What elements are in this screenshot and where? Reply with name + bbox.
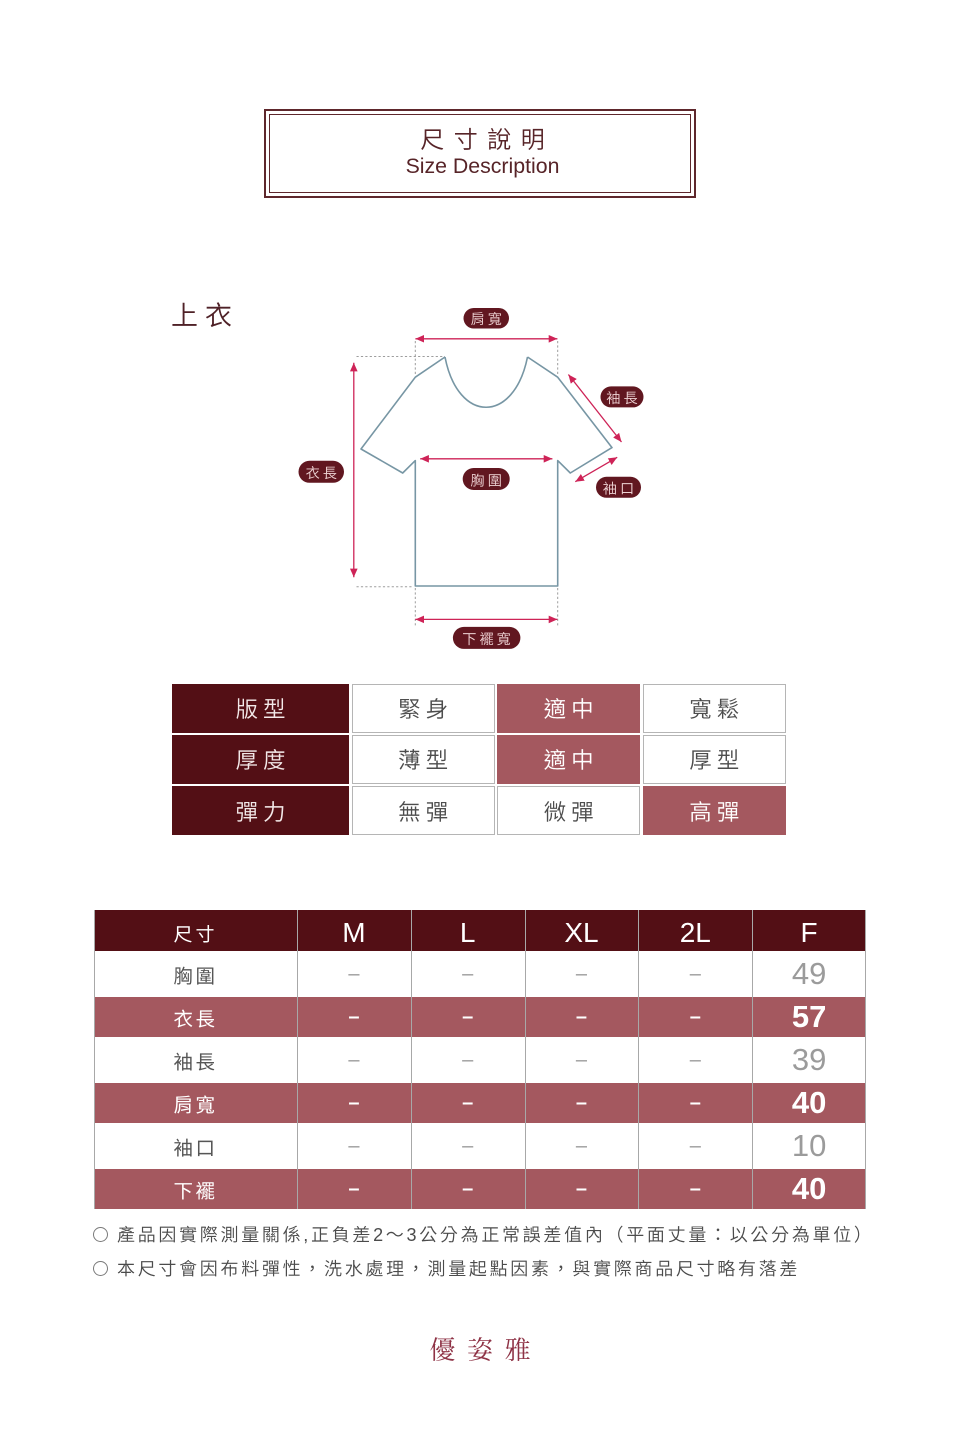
svg-text:肩寬: 肩寬: [471, 309, 505, 329]
svg-text:下襬寬: 下襬寬: [462, 629, 514, 649]
svg-text:袖長: 袖長: [606, 388, 640, 408]
svg-text:衣長: 衣長: [306, 463, 340, 483]
svg-text:胸圍: 胸圍: [471, 470, 505, 490]
svg-text:袖口: 袖口: [603, 478, 637, 498]
